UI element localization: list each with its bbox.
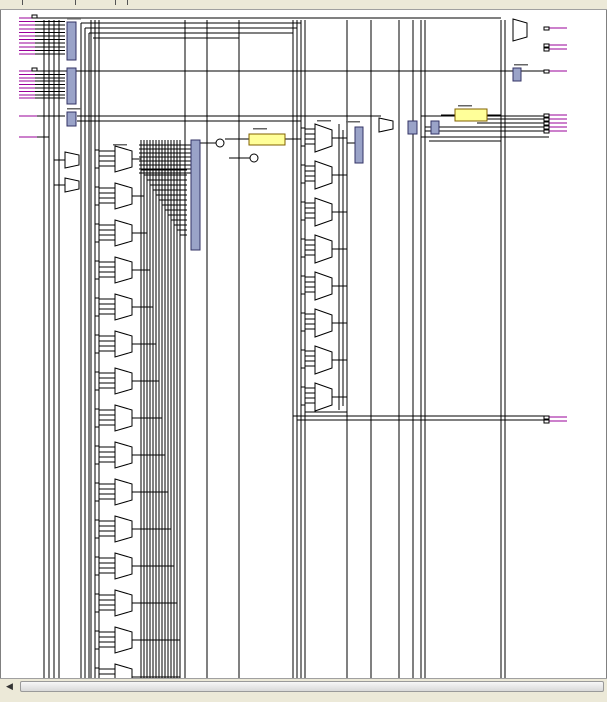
status-bar bbox=[0, 695, 607, 702]
mux-block bbox=[114, 589, 133, 617]
output-port bbox=[543, 129, 550, 134]
output-port bbox=[543, 26, 550, 31]
schematic-canvas[interactable] bbox=[0, 10, 607, 678]
output-port bbox=[543, 121, 550, 126]
input-pin-group bbox=[300, 127, 306, 147]
input-pin-group bbox=[94, 630, 100, 650]
mux-block bbox=[114, 145, 133, 173]
mux-block bbox=[314, 308, 333, 338]
output-port bbox=[543, 415, 550, 420]
output-port bbox=[543, 69, 550, 74]
mux-block bbox=[114, 515, 133, 543]
mux-block bbox=[114, 293, 133, 321]
register-block bbox=[190, 139, 201, 251]
block-label-mark bbox=[67, 18, 81, 20]
lut-block bbox=[454, 108, 488, 122]
register-block bbox=[66, 21, 77, 61]
input-pin-group bbox=[94, 445, 100, 465]
block-label-mark bbox=[253, 128, 267, 130]
output-port bbox=[543, 419, 550, 424]
inverter-circle bbox=[215, 138, 225, 148]
schematic-diagram[interactable] bbox=[1, 10, 607, 678]
register-block bbox=[66, 111, 77, 127]
output-port bbox=[543, 117, 550, 122]
register-block bbox=[66, 67, 77, 105]
mux-block bbox=[314, 160, 333, 190]
toolbar-tick bbox=[75, 0, 76, 5]
mux-block bbox=[114, 219, 133, 247]
input-pin-group bbox=[94, 260, 100, 280]
wires-layer bbox=[19, 17, 567, 678]
output-port bbox=[543, 113, 550, 118]
input-pin-group bbox=[94, 186, 100, 206]
toolbar-tick bbox=[127, 0, 128, 5]
input-pin-group bbox=[94, 482, 100, 502]
input-pin-group bbox=[94, 223, 100, 243]
mux-block bbox=[314, 197, 333, 227]
block-label-mark bbox=[67, 108, 81, 110]
lut-block bbox=[248, 133, 286, 146]
input-pin-group bbox=[300, 238, 306, 258]
output-port bbox=[543, 47, 550, 52]
input-pin-group bbox=[94, 371, 100, 391]
block-label-mark bbox=[317, 120, 331, 122]
inverter-circle bbox=[249, 153, 259, 163]
output-port bbox=[543, 43, 550, 48]
input-pin-group bbox=[94, 556, 100, 576]
mux-block bbox=[314, 271, 333, 301]
input-pin-group bbox=[300, 164, 306, 184]
top-toolbar-strip bbox=[0, 0, 607, 10]
input-pin-group bbox=[300, 349, 306, 369]
register-block bbox=[407, 120, 418, 135]
mux-block bbox=[114, 478, 133, 506]
toolbar-tick bbox=[22, 0, 23, 5]
input-pin-group bbox=[300, 312, 306, 332]
input-pin-group bbox=[94, 149, 100, 169]
horizontal-scrollbar[interactable]: ◀ bbox=[0, 678, 607, 695]
block-label-mark bbox=[514, 64, 528, 66]
mux-block bbox=[378, 117, 394, 133]
mux-block bbox=[114, 441, 133, 469]
input-pin-group bbox=[94, 667, 100, 678]
mux-block bbox=[314, 123, 333, 153]
mux-block bbox=[114, 330, 133, 358]
blocks-layer bbox=[31, 14, 550, 678]
mux-block bbox=[64, 177, 80, 193]
input-port bbox=[31, 67, 38, 72]
register-block bbox=[354, 126, 364, 164]
mux-block bbox=[314, 382, 333, 412]
output-port bbox=[543, 125, 550, 130]
register-block bbox=[512, 67, 522, 82]
register-block bbox=[430, 120, 440, 135]
input-pin-group bbox=[94, 297, 100, 317]
mux-block bbox=[314, 234, 333, 264]
input-port bbox=[31, 14, 38, 19]
mux-block bbox=[114, 256, 133, 284]
mux-block bbox=[64, 151, 80, 169]
input-pin-group bbox=[300, 275, 306, 295]
mux-block bbox=[114, 404, 133, 432]
mux-block bbox=[114, 552, 133, 580]
block-label-mark bbox=[458, 105, 472, 107]
mux-block bbox=[512, 18, 528, 42]
input-pin-group bbox=[94, 408, 100, 428]
mux-block bbox=[114, 626, 133, 654]
input-pin-group bbox=[94, 593, 100, 613]
block-label-mark bbox=[113, 144, 127, 146]
scroll-left-arrow-icon[interactable]: ◀ bbox=[6, 682, 13, 692]
toolbar-tick bbox=[115, 0, 116, 5]
input-pin-group bbox=[94, 519, 100, 539]
input-pin-group bbox=[94, 334, 100, 354]
mux-block bbox=[314, 345, 333, 375]
mux-block bbox=[114, 182, 133, 210]
input-pin-group bbox=[300, 386, 306, 406]
block-label-mark bbox=[346, 121, 360, 123]
input-pin-group bbox=[300, 201, 306, 221]
scroll-thumb[interactable] bbox=[20, 681, 604, 692]
mux-block bbox=[114, 367, 133, 395]
mux-block bbox=[114, 663, 133, 678]
